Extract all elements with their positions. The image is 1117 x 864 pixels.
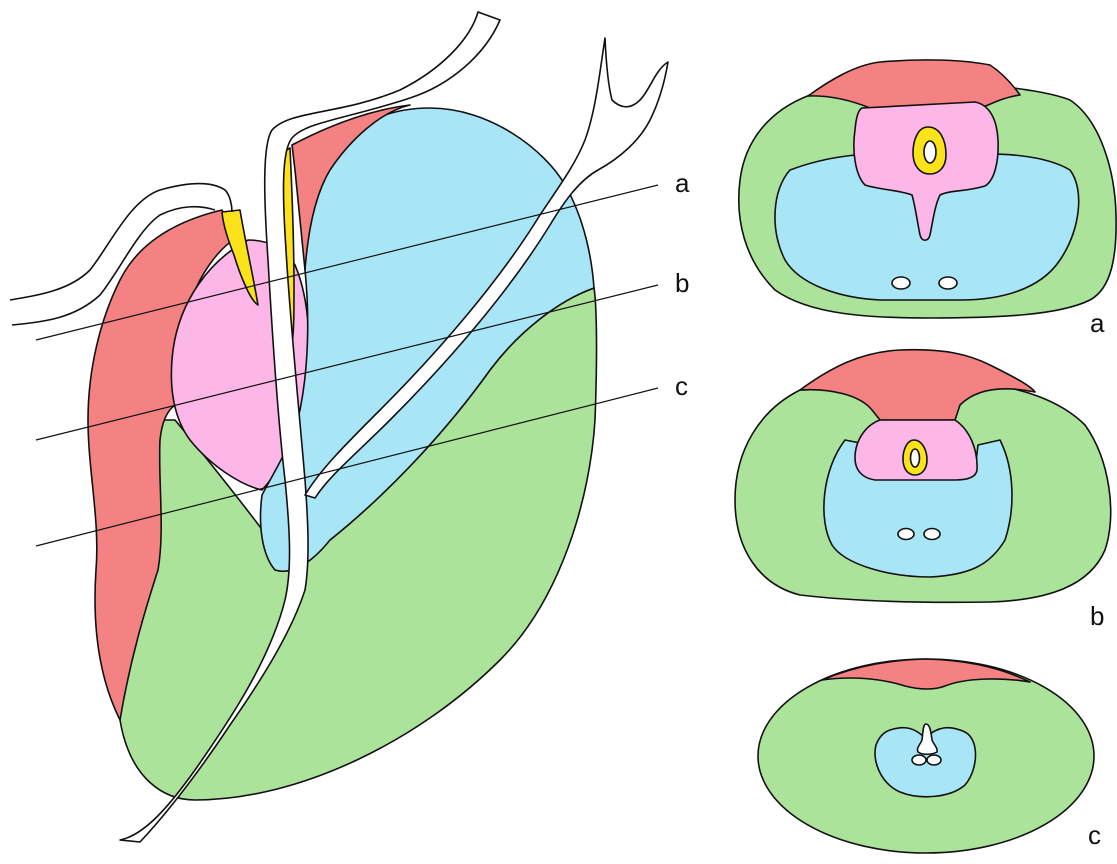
- cross-section-c-label: c: [1088, 820, 1101, 850]
- cross-section-b-label: b: [1090, 601, 1104, 631]
- sagittal-view: [10, 12, 668, 842]
- cross-section-b-urethra: [911, 449, 920, 467]
- cross-section-c: [758, 659, 1094, 853]
- cross-section-a-ejaculatory-duct-right: [939, 277, 957, 289]
- cross-section-a-urethra: [924, 141, 936, 163]
- plane-label-b: b: [675, 268, 689, 298]
- cross-section-c-ejaculatory-duct-left: [912, 755, 926, 765]
- plane-label-a: a: [675, 168, 690, 198]
- cross-section-a-ejaculatory-duct-left: [892, 277, 910, 289]
- cross-section-a-label: a: [1090, 308, 1105, 338]
- cross-section-b: [735, 350, 1111, 603]
- cross-section-b-ejaculatory-duct-right: [924, 529, 940, 540]
- plane-label-c: c: [675, 371, 688, 401]
- cross-section-b-ejaculatory-duct-left: [898, 529, 914, 540]
- cross-section-c-ejaculatory-duct-right: [927, 755, 941, 765]
- cross-section-a: [739, 60, 1116, 318]
